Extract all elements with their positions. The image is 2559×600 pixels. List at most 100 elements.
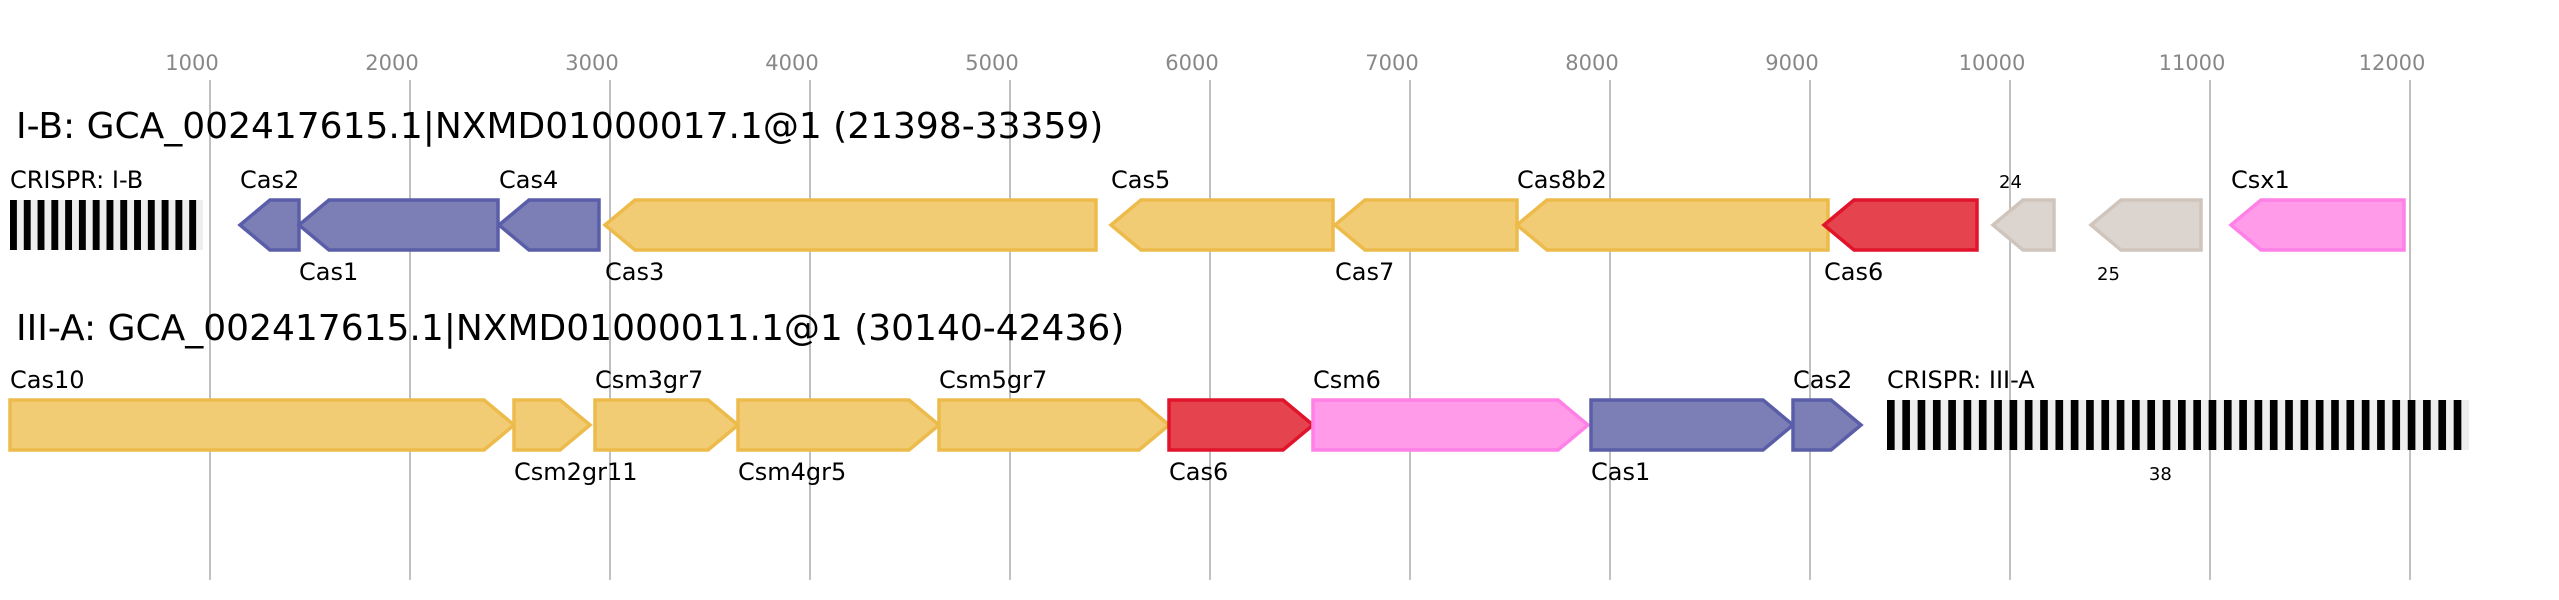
gene-label: 24 [1999, 172, 2022, 193]
crispr-repeat [2162, 400, 2171, 450]
crispr-repeat [2438, 400, 2447, 450]
gene-arrow-csm3gr7 [593, 398, 741, 452]
crispr-repeat [2423, 400, 2431, 450]
gene-arrow-cas6 [1821, 198, 1979, 252]
crispr-repeat [2346, 400, 2355, 450]
locus-title: III-A: GCA_002417615.1|NXMD01000011.1@1 … [16, 308, 1124, 349]
axis-tick-label: 8000 [1565, 51, 1618, 75]
axis-tick-label: 7000 [1365, 51, 1418, 75]
crispr-repeat [2009, 400, 2018, 450]
crispr-repeat [134, 200, 141, 250]
gene-label: Cas2 [240, 166, 299, 194]
gene-arrow-csm6 [1311, 398, 1591, 452]
crispr-repeat [1932, 400, 1941, 450]
gene-label: Cas1 [299, 258, 358, 286]
crispr-array [10, 200, 203, 250]
crispr-repeat [2269, 400, 2278, 450]
gene-arrow-cas10 [8, 398, 517, 452]
crispr-repeat [175, 200, 183, 250]
gene-label: Cas3 [605, 258, 664, 286]
crispr-repeat [120, 200, 128, 250]
crispr-repeat [161, 200, 169, 250]
gene-label: Csm5gr7 [939, 366, 1047, 394]
crispr-repeat [2101, 400, 2110, 450]
gene-label: Csm3gr7 [595, 366, 703, 394]
crispr-repeat [1978, 400, 1987, 450]
gene-label: Cas6 [1169, 458, 1228, 486]
crispr-repeat [2315, 400, 2324, 450]
gene-label: Cas2 [1793, 366, 1852, 394]
axis-tick-label: 10000 [1959, 51, 2026, 75]
crispr-repeat [2223, 400, 2232, 450]
gene-arrow-cas6 [1167, 398, 1316, 452]
crispr-repeat [1948, 400, 1956, 450]
gene-label: CRISPR: III-A [1887, 366, 2035, 394]
crispr-repeat [2208, 400, 2217, 450]
locus-1: I-B: GCA_002417615.1|NXMD01000017.1@1 (2… [10, 106, 2406, 286]
axis-tick-label: 1000 [165, 51, 218, 75]
gene-label: Cas7 [1335, 258, 1394, 286]
crispr-repeat [10, 200, 17, 250]
axis-tick-label: 6000 [1165, 51, 1218, 75]
gene-label: Csm6 [1313, 366, 1381, 394]
crispr-repeat [189, 200, 197, 250]
crispr-repeat [2254, 400, 2263, 450]
crispr-repeat [2116, 400, 2125, 450]
crispr-repeat [2377, 400, 2385, 450]
gene-arrow-cas4 [496, 198, 601, 252]
axis-tick-label: 4000 [765, 51, 818, 75]
loci: I-B: GCA_002417615.1|NXMD01000017.1@1 (2… [8, 106, 2469, 486]
axis-tick-label: 3000 [565, 51, 618, 75]
gene-label: Cas5 [1111, 166, 1170, 194]
crispr-repeat [2178, 400, 2186, 450]
crispr-repeat [1902, 400, 1910, 450]
gene-label: Csx1 [2231, 166, 2290, 194]
gene-label: Cas4 [499, 166, 558, 194]
crispr-repeat [106, 200, 114, 250]
axis-tick-label: 12000 [2359, 51, 2426, 75]
crispr-repeat [2132, 400, 2140, 450]
locus-title: I-B: GCA_002417615.1|NXMD01000017.1@1 (2… [16, 106, 1103, 147]
gene-arrow-cas2 [1791, 398, 1864, 452]
crispr-repeat [78, 200, 86, 250]
crispr-repeat [2024, 400, 2033, 450]
gene-arrow-csm4gr5 [736, 398, 942, 452]
crispr-repeat [2070, 400, 2079, 450]
gene-arrow-cas7 [1332, 198, 1519, 252]
gene-label: CRISPR: I-B [10, 166, 143, 194]
crispr-repeat [65, 200, 73, 250]
crispr-repeat [2331, 400, 2339, 450]
crispr-array: 38 [1887, 400, 2469, 485]
gene-arrow-csm5gr7 [937, 398, 1172, 452]
gene-label: Cas1 [1591, 458, 1650, 486]
gene-arrow-cas8b2 [1514, 198, 1830, 252]
locus-2: III-A: GCA_002417615.1|NXMD01000011.1@1 … [8, 308, 2469, 486]
gene-arrow-cas2 [237, 198, 301, 252]
gene-arrow-csx1 [2228, 198, 2406, 252]
gene-arrow-cas1 [1589, 398, 1796, 452]
axis-tick-label: 11000 [2159, 51, 2226, 75]
axis-tick-label: 9000 [1765, 51, 1818, 75]
gene-label: Cas6 [1824, 258, 1883, 286]
crispr-repeat [2086, 400, 2094, 450]
crispr-repeat [2453, 400, 2462, 450]
crispr-repeat [2147, 400, 2156, 450]
axis-tick-label: 5000 [965, 51, 1018, 75]
crispr-repeat [2300, 400, 2309, 450]
gene-label: Csm4gr5 [738, 458, 846, 486]
crispr-repeat [2392, 400, 2401, 450]
gene-label: Cas10 [10, 366, 85, 394]
gene-arrow-cas1 [296, 198, 500, 252]
crispr-repeat-count: 38 [2149, 464, 2172, 485]
crispr-repeat [2040, 400, 2048, 450]
crispr-repeat [2239, 400, 2247, 450]
crispr-repeat [51, 200, 59, 250]
crispr-repeat [147, 200, 155, 250]
gene-arrow-cas5 [1108, 198, 1335, 252]
gene-label: 25 [2097, 264, 2120, 285]
axis-tick-label: 2000 [365, 51, 418, 75]
crispr-repeat [1917, 400, 1926, 450]
crispr-repeat [2285, 400, 2293, 450]
crispr-repeat [2055, 400, 2064, 450]
